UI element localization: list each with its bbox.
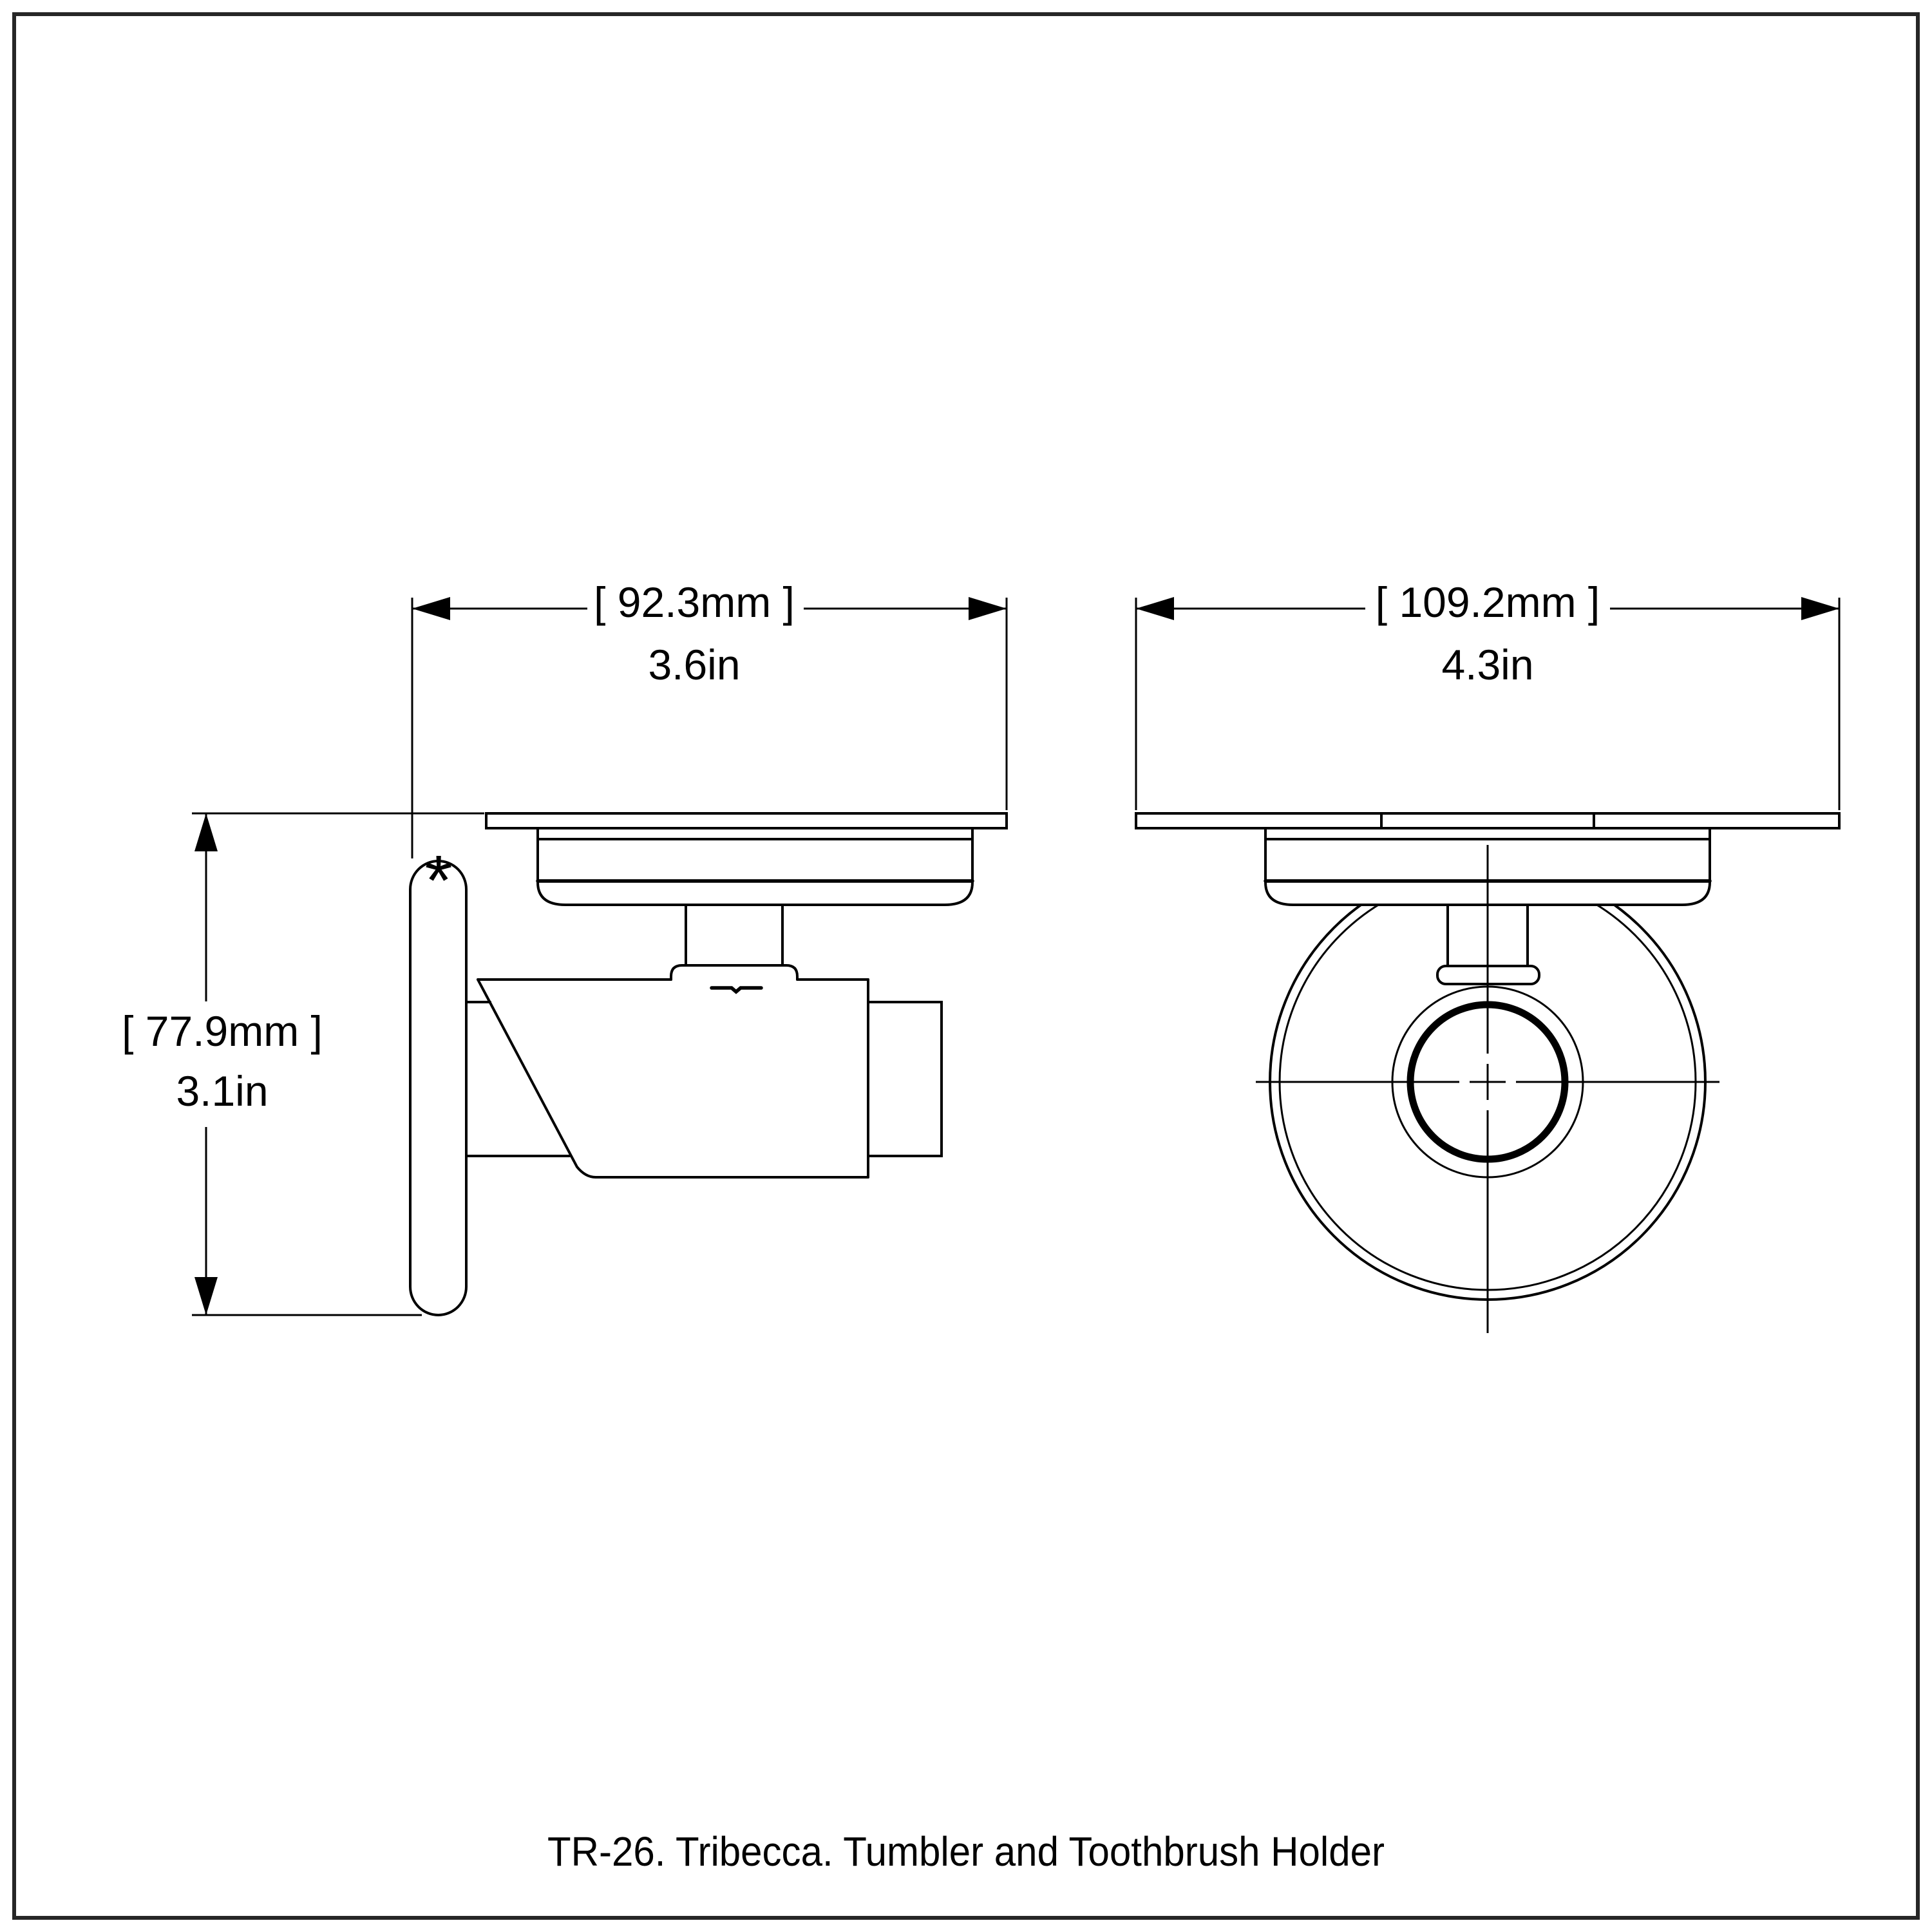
side-view-width-dimension: [ 92.3mm ] 3.6in: [411, 578, 1008, 858]
dimension-label-inches: 3.6in: [648, 641, 740, 688]
collar-center-tick: [710, 986, 763, 994]
page-border: [12, 12, 1920, 1920]
glass-top-plate: [485, 812, 1008, 829]
arrow-right-icon: [1801, 597, 1839, 620]
arrow-right-icon: [969, 597, 1007, 620]
arrow-down-icon: [194, 1277, 218, 1315]
stem-collar: [670, 964, 799, 981]
bracket-body: [477, 978, 869, 1179]
tumbler-cup: [536, 827, 974, 906]
ring-edge-profile: [867, 1001, 943, 1157]
dimension-label-mm: [ 109.2mm ]: [1376, 578, 1600, 626]
front-view-product: [1135, 812, 1841, 1333]
wall-face-asterisk-mark: *: [425, 841, 453, 920]
dimension-label-mm: [ 77.9mm ]: [122, 1007, 323, 1055]
arrow-left-icon: [1136, 597, 1174, 620]
side-view-height-dimension: [ 77.9mm ] 3.1in: [122, 812, 484, 1316]
front-view: [ 109.2mm ] 4.3in: [1135, 578, 1841, 1333]
glass-top-plate: [1135, 812, 1841, 829]
side-view: [ 92.3mm ] 3.6in [ 77.9mm ] 3.1in *: [122, 578, 1008, 1316]
centerlines: [1256, 845, 1719, 1333]
dimension-label-mm: [ 92.3mm ]: [594, 578, 795, 626]
dimension-label-inches: 4.3in: [1441, 641, 1533, 688]
caption: TR-26. Tribecca. Tumbler and Toothbrush …: [547, 1828, 1385, 1875]
front-view-width-dimension: [ 109.2mm ] 4.3in: [1135, 578, 1841, 810]
dimension-label-inches: 3.1in: [176, 1067, 268, 1115]
bracket-diagonal-brace: [477, 978, 597, 1179]
wall-plate: [409, 860, 468, 1316]
arrow-left-icon: [412, 597, 450, 620]
arrow-up-icon: [194, 813, 218, 851]
side-view-product: *: [409, 812, 1008, 1316]
